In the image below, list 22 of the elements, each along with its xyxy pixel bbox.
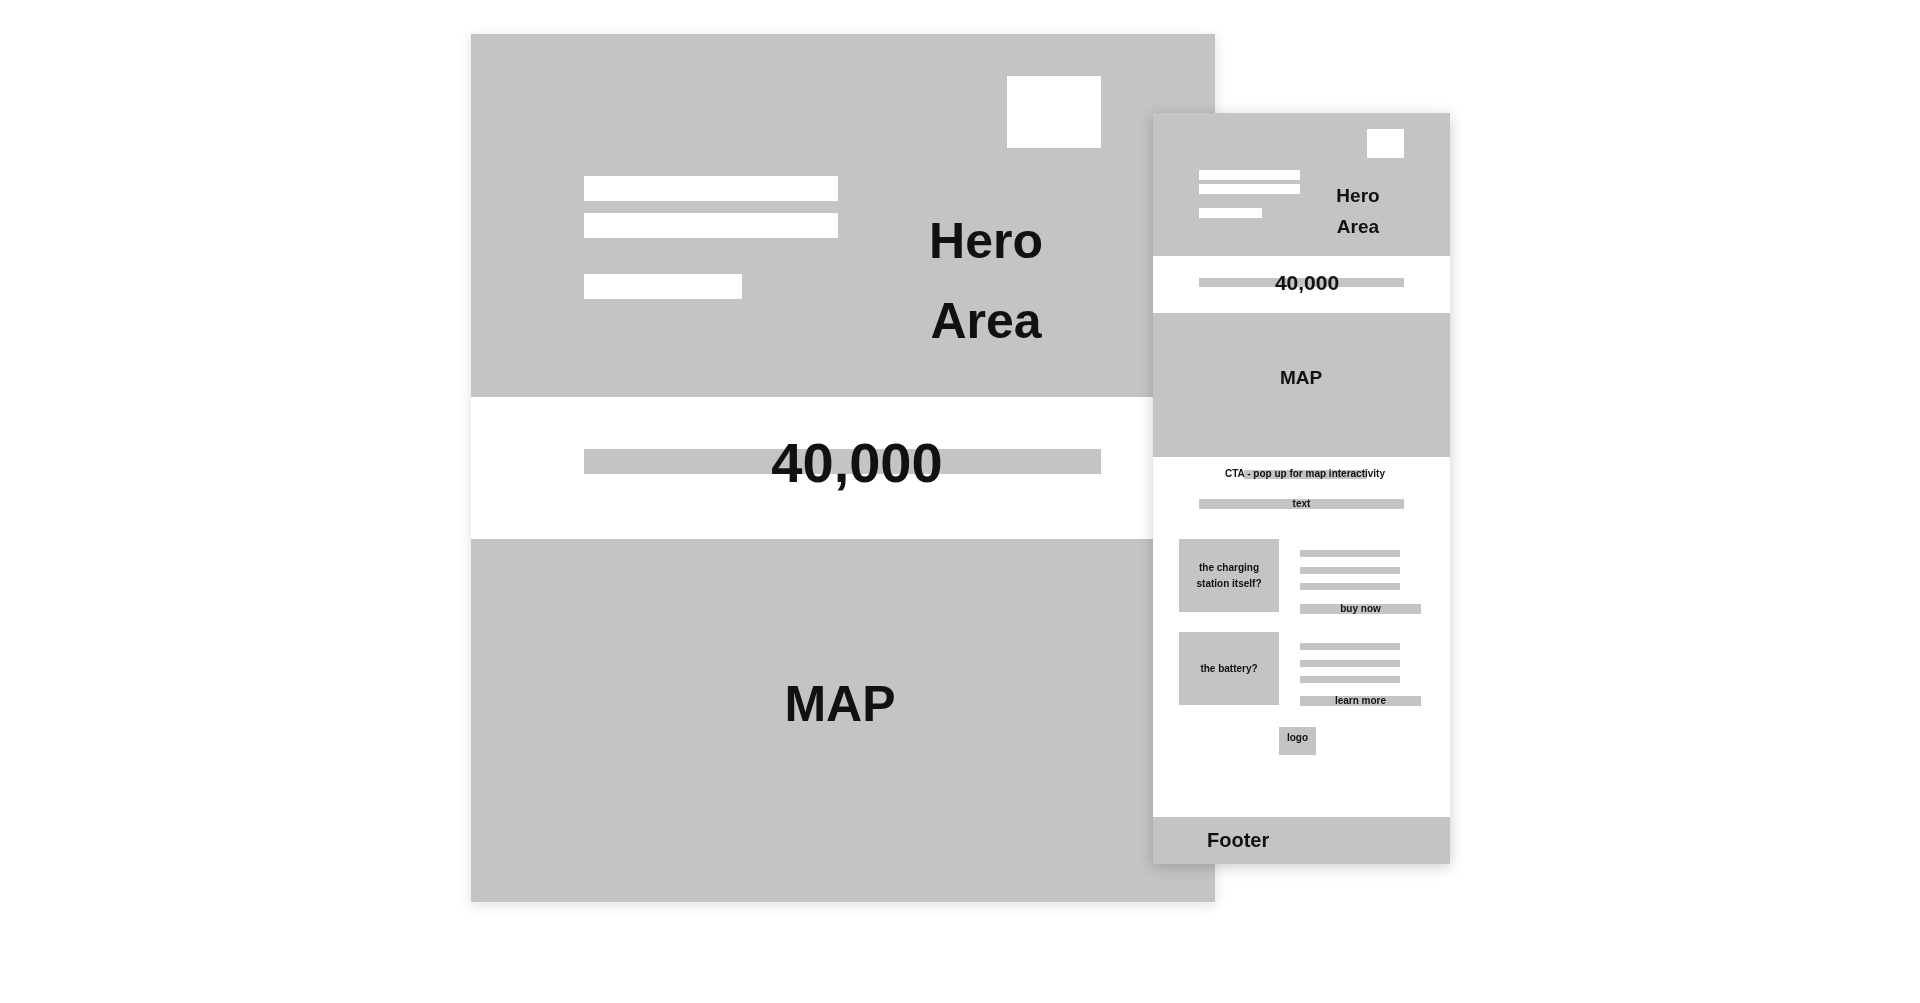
cta-button: learn more bbox=[1300, 696, 1421, 706]
placeholder-box bbox=[1179, 632, 1279, 705]
mobile-wireframe bbox=[1153, 113, 1450, 864]
cta-button: buy now bbox=[1300, 604, 1421, 614]
stats-band bbox=[1153, 256, 1450, 313]
placeholder-box bbox=[1179, 539, 1279, 612]
stat-number: 40,000 bbox=[771, 431, 943, 495]
section-heading: Hero Area bbox=[929, 212, 1043, 351]
placeholder-bar: text bbox=[1199, 499, 1404, 509]
section-heading: MAP bbox=[784, 675, 896, 734]
section-heading: Hero Area bbox=[1336, 184, 1380, 239]
stat-number: 40,000 bbox=[1274, 271, 1340, 295]
placeholder-caption: the charging station itself? bbox=[1195, 561, 1263, 591]
footer-bar: Footer bbox=[1153, 817, 1450, 864]
hero-section bbox=[1153, 113, 1450, 256]
hero-section bbox=[471, 34, 1215, 397]
map-section bbox=[1153, 313, 1450, 457]
placeholder-caption: the battery? bbox=[1200, 662, 1258, 676]
cta-text: CTA - pop up for map interactivity bbox=[1225, 468, 1385, 480]
placeholder-caption: logo bbox=[1286, 732, 1309, 744]
section-heading: MAP bbox=[1279, 366, 1323, 390]
placeholder-box bbox=[1279, 727, 1316, 755]
